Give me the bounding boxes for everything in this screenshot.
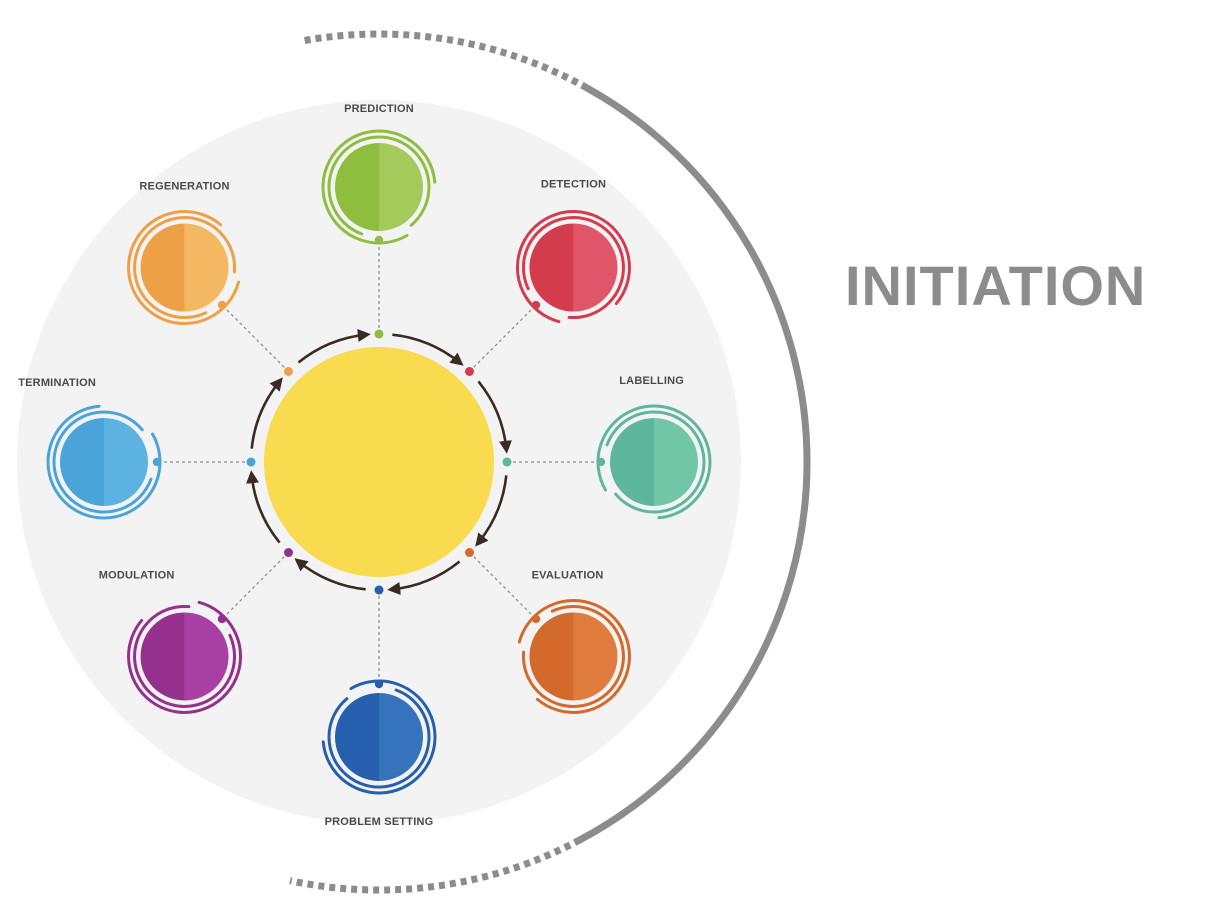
node-ring-outer (321, 679, 437, 795)
node-label-detection: DETECTION (541, 179, 606, 191)
node-ring-outer (127, 600, 243, 714)
node-ring-inner (327, 688, 431, 789)
connector-regeneration (221, 304, 289, 372)
node-disc-right (379, 143, 423, 231)
node-disc-right (654, 418, 698, 506)
cycle-arrow (477, 380, 512, 454)
node-ring-outer (127, 210, 241, 326)
hub-dot-termination (246, 457, 256, 467)
node-disc-left (60, 418, 104, 506)
node-modulation: MODULATION (99, 570, 243, 714)
hub-dot-modulation (283, 548, 293, 558)
nodes: PREDICTION DETECTION LABELLING EVALUATION PR… (18, 103, 712, 828)
node-end-dot (217, 300, 227, 310)
node-ring-inner (133, 216, 237, 320)
node-ring-inner (605, 410, 706, 514)
connector-detection (469, 304, 537, 372)
cycle-arrow (250, 377, 283, 449)
hub-dots (246, 329, 512, 595)
hub-dot-prediction (374, 329, 384, 339)
cycle-arrow (392, 333, 464, 366)
node-label-regeneration: REGENERATION (139, 181, 229, 193)
node-ring-outer (596, 404, 712, 520)
hub-dot-problem-setting (374, 585, 384, 595)
node-disc-left (610, 418, 654, 506)
node-regeneration: REGENERATION (127, 181, 241, 326)
node-ring-inner (133, 604, 237, 708)
node-label-prediction: PREDICTION (344, 103, 414, 115)
node-end-dot (374, 235, 384, 245)
node-label-problem-setting: PROBLEM SETTING (325, 816, 434, 828)
node-disc-left (140, 223, 185, 312)
hub-dot-evaluation (465, 548, 475, 558)
node-disc-right (184, 223, 229, 312)
node-disc-right (573, 612, 618, 701)
node-ring-outer (46, 404, 162, 520)
outer-arc-solid (578, 84, 811, 843)
hub-dot-detection (465, 366, 475, 376)
cycle-arrows (246, 329, 512, 595)
cycle-arrow (475, 475, 508, 547)
cycle-arrow (294, 558, 366, 591)
node-end-dot (531, 300, 541, 310)
node-end-dot (217, 614, 227, 624)
node-end-dot (531, 614, 541, 624)
node-labelling: LABELLING (596, 375, 712, 520)
node-label-evaluation: EVALUATION (532, 570, 604, 582)
node-end-dot (596, 457, 606, 467)
node-disc-left (335, 693, 379, 781)
node-label-modulation: MODULATION (99, 570, 175, 582)
node-ring-outer (517, 598, 631, 714)
node-ring-inner (52, 410, 153, 514)
node-ring-outer (321, 129, 437, 245)
outer-arc-dashed-bottom (289, 836, 582, 894)
cycle-arrow (387, 560, 461, 595)
node-termination: TERMINATION (18, 377, 162, 520)
node-end-dot (152, 457, 162, 467)
node-disc-right (104, 418, 148, 506)
node-prediction: PREDICTION (321, 103, 437, 245)
cycle-arrow (297, 329, 371, 364)
node-detection: DETECTION (515, 179, 631, 324)
node-disc-right (573, 223, 618, 312)
hub-dot-labelling (502, 457, 512, 467)
center-circle (264, 347, 494, 577)
node-ring-inner (327, 135, 431, 236)
node-end-dot (374, 679, 384, 689)
connector-modulation (221, 552, 289, 620)
cycle-arrow (246, 470, 281, 544)
node-ring-inner (521, 216, 625, 320)
node-label-termination: TERMINATION (18, 377, 96, 389)
hub-dot-regeneration (283, 366, 293, 376)
node-disc-right (379, 693, 423, 781)
node-disc-left (529, 612, 574, 701)
phase-title: INITIATION (845, 254, 1146, 317)
node-problem-setting: PROBLEM SETTING (321, 679, 437, 828)
node-label-labelling: LABELLING (619, 375, 684, 387)
node-ring-inner (521, 604, 625, 708)
outer-arc-dashed-top (304, 30, 589, 91)
node-disc-right (184, 612, 229, 701)
connector-lines (157, 240, 601, 684)
node-disc-left (335, 143, 379, 231)
node-evaluation: EVALUATION (517, 570, 631, 714)
connector-evaluation (469, 552, 537, 620)
node-disc-left (529, 223, 574, 312)
node-ring-outer (515, 210, 631, 324)
outer-arc (289, 30, 811, 894)
node-disc-left (140, 612, 185, 701)
